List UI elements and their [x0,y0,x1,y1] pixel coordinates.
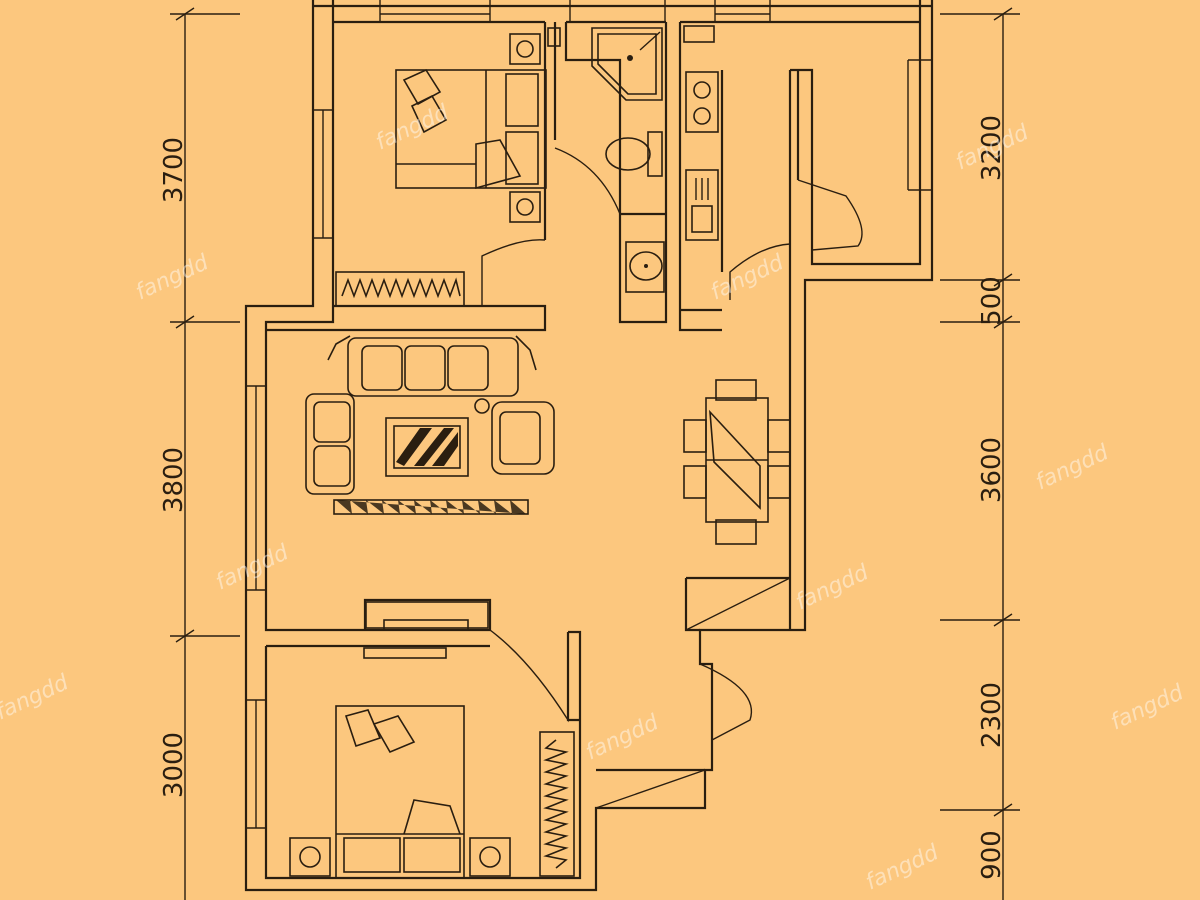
wardrobe-second [539,731,575,877]
nightstand [509,33,541,223]
stove [685,71,719,133]
left-dimension-line [170,7,240,900]
dim-left-1: 3700 [159,137,189,203]
door-swings [481,147,863,741]
shower-tray [591,27,663,101]
svg-text:fangdd: fangdd [1032,440,1113,496]
bed-second [335,705,465,879]
dim-right-1: 3200 [977,115,1007,181]
interior-walls [266,22,800,809]
dining-table [705,397,769,523]
exterior-walls [244,0,934,892]
svg-text:fangdd: fangdd [0,670,73,726]
svg-text:fangdd: fangdd [862,840,943,896]
dim-right-5: 900 [977,830,1007,880]
svg-text:fangdd: fangdd [582,710,663,766]
svg-text:fangdd: fangdd [132,250,213,306]
sofa-set [305,335,555,515]
coffee-table [385,417,469,477]
bed-master [395,68,547,190]
dim-right-4: 2300 [977,682,1007,748]
wardrobe [335,271,465,307]
bathroom-fixture [547,25,715,47]
dim-left-2: 3800 [159,447,189,513]
dim-right-3: 3600 [977,437,1007,503]
nightstand-second [289,837,511,877]
tv-cabinet [363,601,489,659]
dining-chair [683,379,791,545]
dim-right-2: 500 [977,276,1007,326]
right-dimension-line [940,7,1020,900]
svg-text:fangdd: fangdd [212,540,293,596]
sink [685,169,719,241]
washbasin [625,241,665,293]
dim-left-3: 3000 [159,732,189,798]
toilet [605,131,663,177]
svg-text:fangdd: fangdd [1107,680,1188,736]
